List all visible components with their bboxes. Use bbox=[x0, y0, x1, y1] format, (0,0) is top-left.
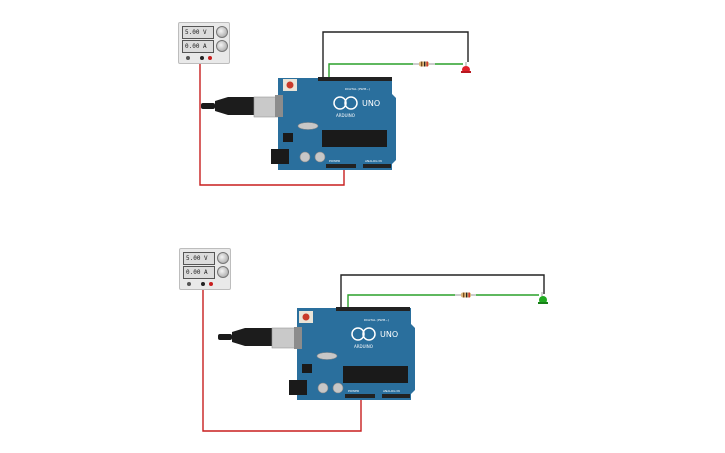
voltage-knob[interactable] bbox=[217, 252, 229, 264]
circuit-2-drawing: ARDUINO UNO DIGITAL (PWM~) POWER ANALOG … bbox=[202, 274, 548, 432]
resistor[interactable] bbox=[455, 292, 476, 298]
black-wire[interactable] bbox=[340, 274, 545, 309]
terminal-ground[interactable] bbox=[186, 56, 190, 60]
voltage-display: 5.00 V bbox=[182, 26, 214, 39]
voltage-display: 5.00 V bbox=[183, 252, 215, 265]
circuit-1: ARDUINO UNO DIGITAL (PWM~) POWER ANALOG … bbox=[0, 0, 725, 226]
board-model: UNO bbox=[380, 330, 398, 339]
board-header-top: DIGITAL (PWM~) bbox=[345, 87, 370, 91]
voltage-knob[interactable] bbox=[216, 26, 228, 38]
green-wire[interactable] bbox=[328, 63, 413, 77]
resistor[interactable] bbox=[413, 61, 435, 67]
arduino-board[interactable]: ARDUINO UNO DIGITAL (PWM~) POWER ANALOG … bbox=[271, 77, 396, 170]
current-display: 0.00 A bbox=[183, 266, 215, 279]
green-wire[interactable] bbox=[347, 294, 455, 309]
power-supply[interactable]: 5.00 V 0.00 A bbox=[178, 22, 230, 64]
usb-cable[interactable] bbox=[201, 96, 286, 118]
usb-cable[interactable] bbox=[218, 327, 304, 349]
board-model: UNO bbox=[362, 99, 380, 108]
board-header-analog: ANALOG IN bbox=[365, 159, 382, 163]
board-header-analog: ANALOG IN bbox=[383, 389, 400, 393]
current-knob[interactable] bbox=[216, 40, 228, 52]
terminal-positive[interactable] bbox=[209, 282, 213, 286]
board-brand: ARDUINO bbox=[336, 113, 355, 118]
led-green[interactable] bbox=[538, 292, 548, 304]
terminal-negative[interactable] bbox=[201, 282, 205, 286]
terminal-positive[interactable] bbox=[208, 56, 212, 60]
current-knob[interactable] bbox=[217, 266, 229, 278]
terminal-negative[interactable] bbox=[200, 56, 204, 60]
circuit-2: ARDUINO UNO DIGITAL (PWM~) POWER ANALOG … bbox=[0, 226, 725, 453]
circuit-1-drawing: ARDUINO UNO DIGITAL (PWM~) POWER ANALOG … bbox=[199, 31, 471, 186]
power-supply[interactable]: 5.00 V 0.00 A bbox=[179, 248, 231, 290]
board-header-power: POWER bbox=[348, 389, 359, 393]
terminal-ground[interactable] bbox=[187, 282, 191, 286]
board-header-top: DIGITAL (PWM~) bbox=[364, 318, 389, 322]
black-wire[interactable] bbox=[322, 31, 469, 77]
board-brand: ARDUINO bbox=[354, 344, 373, 349]
board-header-power: POWER bbox=[329, 159, 340, 163]
arduino-board[interactable]: ARDUINO UNO DIGITAL (PWM~) POWER ANALOG … bbox=[289, 307, 415, 400]
current-display: 0.00 A bbox=[182, 40, 214, 53]
led-red[interactable] bbox=[461, 62, 471, 73]
